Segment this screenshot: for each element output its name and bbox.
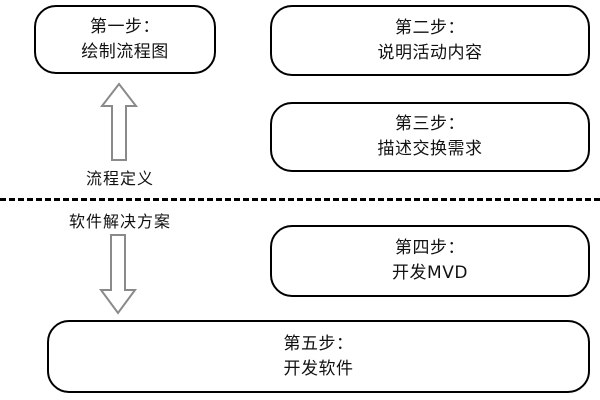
node-step4[interactable]: 第四步： 开发MVD — [270, 225, 590, 297]
arrow-down-icon — [98, 233, 138, 315]
arrow-up-icon — [99, 82, 139, 162]
node-step2[interactable]: 第二步： 说明活动内容 — [270, 5, 590, 76]
node-step5[interactable]: 第五步： 开发软件 — [47, 320, 590, 393]
node-step2-line2: 说明活动内容 — [377, 42, 483, 63]
node-step1-line2: 绘制流程图 — [81, 41, 169, 62]
node-step4-line1: 第四步： — [395, 238, 465, 259]
label-software-solution: 软件解决方案 — [68, 212, 171, 231]
node-step1[interactable]: 第一步： 绘制流程图 — [34, 5, 216, 74]
node-step3[interactable]: 第三步： 描述交换需求 — [270, 102, 590, 172]
node-step3-line2: 描述交换需求 — [377, 139, 483, 159]
node-step5-line2: 开发软件 — [283, 358, 354, 379]
node-step1-line1: 第一步： — [90, 16, 160, 37]
node-step3-line1: 第三步： — [395, 114, 465, 135]
section-divider-dashed-line — [0, 198, 600, 201]
node-step4-line2: 开发MVD — [392, 263, 468, 283]
label-process-definition: 流程定义 — [85, 169, 154, 188]
node-step5-line1: 第五步： — [283, 333, 354, 354]
node-step2-line1: 第二步： — [395, 17, 465, 38]
